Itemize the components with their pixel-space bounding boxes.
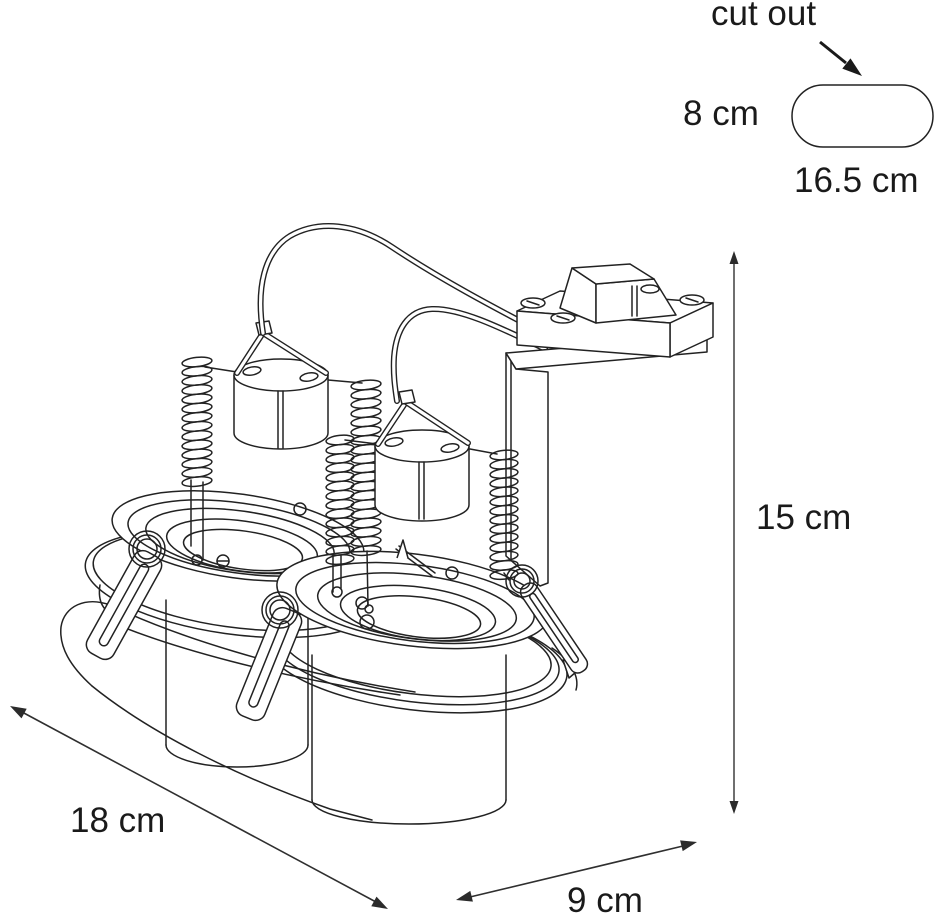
clip-coil: [128, 530, 166, 568]
rim-screw-hole: [359, 614, 375, 630]
length-label: 18 cm: [70, 801, 166, 840]
box-screws: [520, 284, 705, 324]
holder-contact-hole: [384, 437, 404, 447]
cutout-arrow: [842, 58, 862, 76]
spring-wires: [190, 479, 510, 614]
depth-label: 9 cm: [567, 881, 643, 920]
cable-clamp-right: [375, 389, 471, 447]
height-label: 15 cm: [756, 498, 852, 537]
mounting-clip-right: [505, 564, 589, 674]
clip-coil: [505, 564, 539, 598]
coil-spring-loop: [350, 545, 382, 557]
mounting-clip-left: [85, 530, 166, 661]
cutout-label: cut out: [711, 0, 817, 33]
clip-coil: [261, 591, 299, 629]
coil-spring-loop: [181, 476, 213, 488]
right-can-tube: [311, 654, 507, 825]
coil-springs: [181, 356, 519, 581]
right-can-rim: [276, 539, 550, 650]
coil-spring-loop: [489, 569, 519, 581]
cutout-shape: [791, 84, 934, 148]
dimension-length-arrow: [10, 706, 388, 909]
box-lid: [559, 263, 677, 324]
dimension-depth-arrow: [456, 840, 697, 902]
power-cables: [257, 223, 548, 404]
cutout-width-label: 16.5 cm: [794, 161, 919, 200]
cutout-height-label: 8 cm: [683, 94, 759, 133]
holder-contact-hole: [440, 443, 460, 453]
rim-screw-hole: [293, 502, 307, 516]
holder-contact-hole: [242, 366, 262, 376]
mounting-clip-center: [235, 591, 303, 722]
connection-box: [505, 263, 714, 370]
spring-top-wires: [204, 366, 498, 455]
mounting-strap: [505, 352, 549, 587]
dimension-height-arrow: [729, 251, 739, 814]
rim-screw-hole: [445, 566, 459, 580]
holder-contact-hole: [299, 372, 319, 382]
lamp-holder-right: [374, 429, 470, 522]
cutout-template: [791, 40, 934, 148]
lamp-holder-left: [233, 358, 329, 450]
coil-spring-loop: [325, 554, 355, 566]
